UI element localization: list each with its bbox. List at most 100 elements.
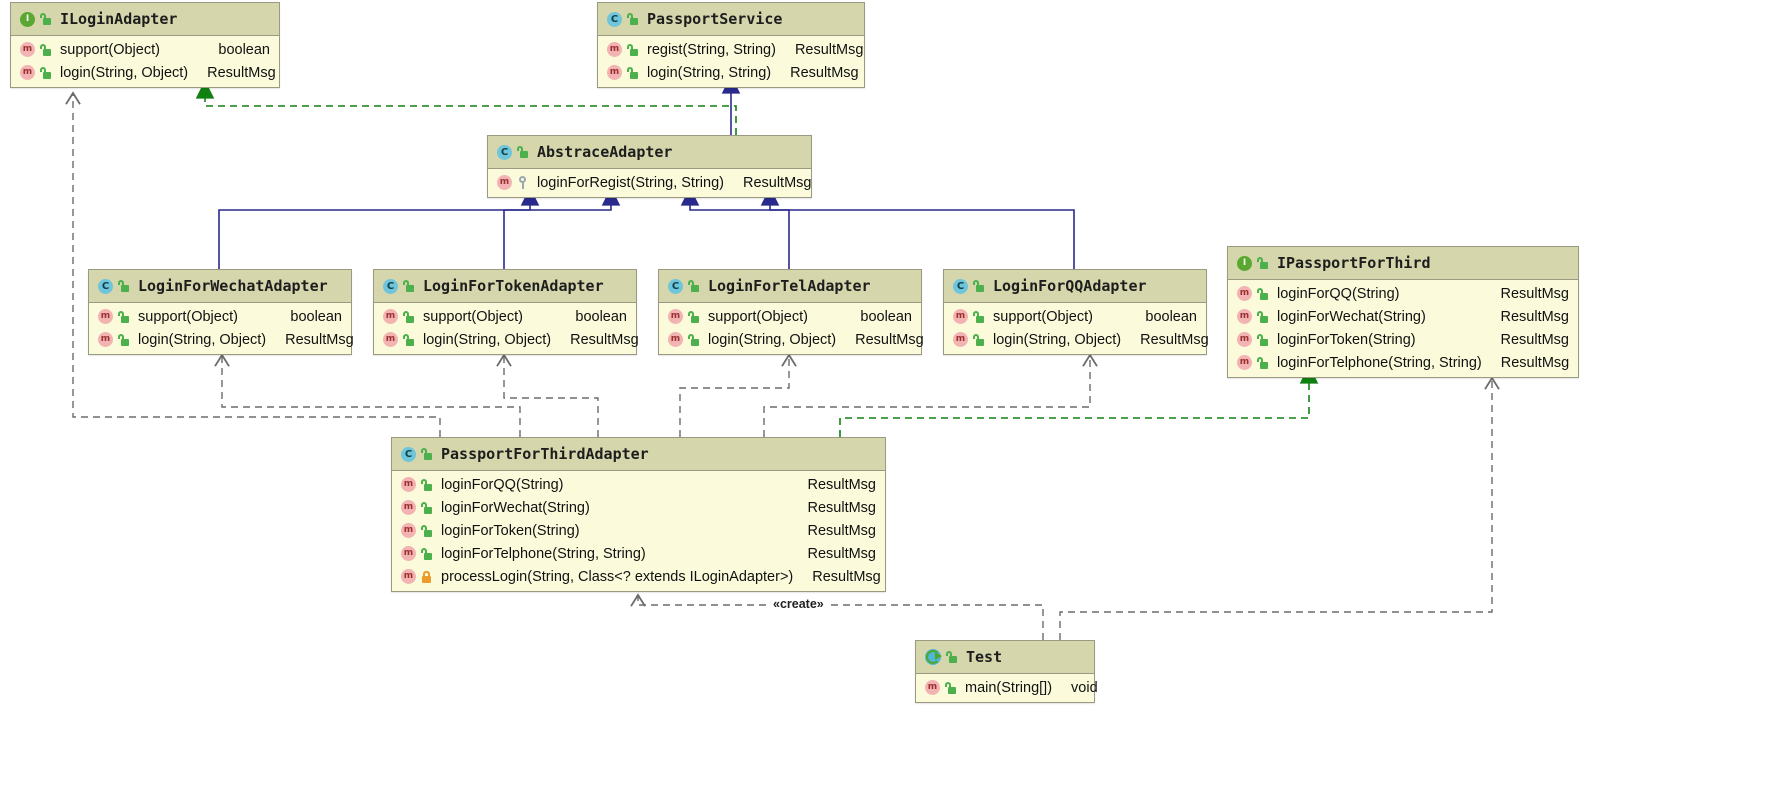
uml-method-row[interactable]: m login(String, Object) ResultMsg [659,328,924,351]
uml-method-row[interactable]: m loginForQQ(String) ResultMsg [1228,282,1578,305]
public-lock-icon [118,280,129,292]
method-signature: login(String, Object) [993,331,1122,348]
uml-method-row[interactable]: m loginForWechat(String) ResultMsg [1228,305,1578,328]
uml-method-row[interactable]: m support(Object) boolean [11,38,279,61]
uml-method-row[interactable]: m loginForQQ(String) ResultMsg [392,473,885,496]
uml-method-row[interactable]: m main(String[]) void [916,676,1098,699]
uml-method-row[interactable]: m regist(String, String) ResultMsg [598,38,864,61]
method-icon: m [401,546,416,561]
uml-method-row[interactable]: m support(Object) boolean [374,305,636,328]
method-signature: loginForWechat(String) [441,499,590,516]
uml-method-row[interactable]: m login(String, Object) ResultMsg [89,328,354,351]
uml-member-list: m support(Object) boolean m login(String… [11,36,279,87]
method-icon: m [607,65,622,80]
public-lock-icon [973,333,984,346]
method-return-type: ResultMsg [807,499,877,516]
method-signature: login(String, Object) [423,331,552,348]
method-return-type: ResultMsg [285,331,354,348]
method-return-type: ResultMsg [790,64,859,81]
method-signature: regist(String, String) [647,41,776,58]
uml-method-row[interactable]: m support(Object) boolean [89,305,351,328]
uml-class-name: PassportService [647,10,783,28]
uml-class-name: LoginForWechatAdapter [138,277,328,295]
uml-member-list: m support(Object) boolean m login(String… [89,303,354,354]
public-lock-icon [688,310,699,323]
uml-method-row[interactable]: m loginForToken(String) ResultMsg [392,519,885,542]
private-lock-icon [421,570,432,583]
uml-class-name: ILoginAdapter [60,10,178,28]
uml-member-list: m main(String[]) void [916,674,1098,702]
method-return-type: ResultMsg [812,568,881,585]
edge-test-depends-ipassportforthird [1059,376,1500,640]
public-lock-icon [40,43,51,56]
method-signature: processLogin(String, Class<? extends ILo… [441,568,794,585]
uml-class-test[interactable]: Test m main(String[]) void [915,640,1098,703]
method-return-type: ResultMsg [807,476,877,493]
method-signature: loginForRegist(String, String) [537,174,724,191]
edge-passportforthirdadapter-implements-ipassportforthird [839,365,1319,437]
uml-class-loginfortokenadapter[interactable]: C LoginForTokenAdapter m support(Object)… [373,269,639,355]
method-return-type: ResultMsg [1500,354,1570,371]
method-icon: m [1237,332,1252,347]
method-signature: login(String, String) [647,64,772,81]
method-icon: m [20,42,35,57]
method-icon: m [98,332,113,347]
public-lock-icon [688,280,699,292]
uml-class-ipassportforthird[interactable]: I IPassportForThird m loginForQQ(String)… [1227,246,1579,378]
uml-method-row[interactable]: m login(String, Object) ResultMsg [374,328,639,351]
public-lock-icon [421,448,432,460]
method-return-type: ResultMsg [742,174,812,191]
edge-passportforthirdadapter-depends-loginforteladapter [679,353,797,437]
uml-method-row[interactable]: m loginForTelphone(String, String) Resul… [1228,351,1578,374]
method-signature: loginForTelphone(String, String) [441,545,646,562]
method-signature: loginForToken(String) [1277,331,1416,348]
uml-method-row[interactable]: m loginForRegist(String, String) ResultM… [488,171,811,194]
uml-member-list: m support(Object) boolean m login(String… [944,303,1209,354]
uml-class-name: LoginForQQAdapter [993,277,1147,295]
uml-class-iloginadapter[interactable]: I ILoginAdapter m support(Object) boolea… [10,2,280,88]
uml-method-row[interactable]: m login(String, String) ResultMsg [598,61,864,84]
uml-method-row[interactable]: m support(Object) boolean [659,305,921,328]
uml-method-row[interactable]: m login(String, Object) ResultMsg [944,328,1209,351]
uml-method-row[interactable]: m loginForToken(String) ResultMsg [1228,328,1578,351]
method-icon: m [401,523,416,538]
method-icon: m [98,309,113,324]
uml-method-row[interactable]: m loginForTelphone(String, String) Resul… [392,542,885,565]
uml-class-loginforwechatadapter[interactable]: C LoginForWechatAdapter m support(Object… [88,269,354,355]
uml-method-row[interactable]: m loginForWechat(String) ResultMsg [392,496,885,519]
method-icon: m [401,477,416,492]
method-signature: login(String, Object) [708,331,837,348]
method-signature: loginForWechat(String) [1277,308,1426,325]
uml-class-abstraceadapter[interactable]: C AbstraceAdapter m loginForRegist(Strin… [487,135,812,198]
public-lock-icon [421,478,432,491]
public-lock-icon [1257,333,1268,346]
public-lock-icon [403,280,414,292]
uml-member-list: m loginForQQ(String) ResultMsg m loginFo… [1228,280,1578,377]
uml-class-loginforteladapter[interactable]: C LoginForTelAdapter m support(Object) b… [658,269,924,355]
uml-class-header: I IPassportForThird [1228,247,1578,280]
uml-method-row[interactable]: m processLogin(String, Class<? extends I… [392,565,885,588]
public-lock-icon [1257,257,1268,269]
method-return-type: ResultMsg [570,331,639,348]
class-icon: C [607,11,622,27]
method-return-type: void [1071,679,1098,696]
uml-class-passportservice[interactable]: C PassportService m regist(String, Strin… [597,2,865,88]
method-return-type: ResultMsg [207,64,276,81]
uml-method-row[interactable]: m login(String, Object) ResultMsg [11,61,279,84]
edge-loginforwechatadapter-extends-abstraceadapter [218,187,540,269]
edge-loginforteladapter-extends-abstraceadapter [680,187,790,269]
edge-loginforqqadapter-extends-abstraceadapter [760,187,1075,269]
uml-method-row[interactable]: m support(Object) boolean [944,305,1206,328]
edge-passportforthirdadapter-depends-loginforwechatadapter [214,353,521,437]
public-lock-icon [627,13,638,25]
method-icon: m [668,309,683,324]
method-return-type: boolean [218,41,270,58]
uml-class-loginforqqadapter[interactable]: C LoginForQQAdapter m support(Object) bo… [943,269,1209,355]
protected-key-icon [517,176,528,189]
method-signature: support(Object) [138,308,238,325]
method-return-type: boolean [290,308,342,325]
public-lock-icon [627,43,638,56]
method-icon: m [383,309,398,324]
uml-class-passportforthirdadapter[interactable]: C PassportForThirdAdapter m loginForQQ(S… [391,437,886,592]
method-return-type: ResultMsg [1140,331,1209,348]
